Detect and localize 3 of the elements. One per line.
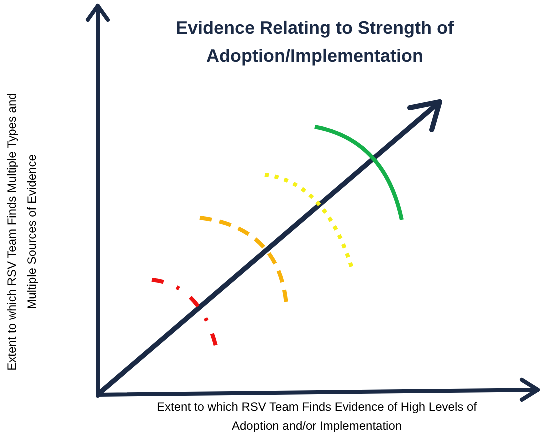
axis-label: Extent to which RSV Team Finds Multiple Types and Multiple Sources of Evidence [4,92,40,373]
axis-label: Extent to which RSV Team Finds Evidence of High Levels of Adoption and/or Implementation [156,399,478,435]
chart-title: Evidence Relating to Strength of Adoption/Implementation [174,17,456,68]
